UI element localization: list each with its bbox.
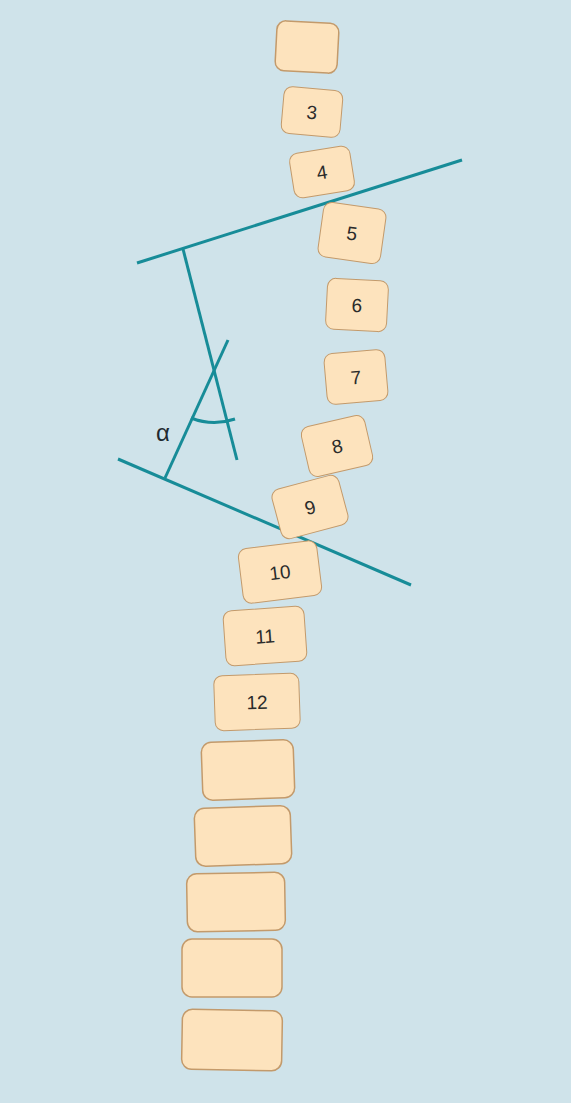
lower-perpendicular [165, 340, 228, 478]
vertebra: 4 [288, 144, 356, 199]
vertebra [194, 805, 292, 866]
vertebra-number: 7 [350, 367, 362, 387]
angle-label: α [156, 421, 170, 445]
angle-arc [191, 418, 235, 422]
vertebra [182, 939, 282, 997]
vertebra: 7 [323, 348, 389, 405]
vertebra [181, 1009, 282, 1071]
cobb-angle-lines [118, 160, 462, 585]
vertebra [275, 20, 340, 73]
vertebra-number: 4 [315, 162, 328, 182]
vertebra-number: 12 [246, 692, 268, 712]
vertebra: 9 [269, 473, 350, 541]
vertebra-number: 8 [330, 436, 345, 457]
vertebra-number: 6 [351, 295, 363, 315]
vertebra: 6 [325, 277, 390, 332]
vertebra: 8 [299, 413, 375, 479]
upper-perpendicular [183, 249, 237, 460]
vertebra: 12 [213, 673, 301, 732]
vertebra: 5 [316, 201, 387, 265]
vertebra-number: 10 [268, 561, 291, 582]
vertebra-number: 9 [302, 496, 317, 517]
vertebra-number: 11 [254, 626, 275, 646]
vertebra-number: 5 [345, 223, 358, 243]
vertebra [201, 739, 295, 800]
vertebra: 3 [280, 85, 344, 138]
vertebra [187, 872, 286, 932]
vertebra: 10 [237, 539, 323, 604]
vertebra: 11 [222, 605, 308, 667]
vertebra-number: 3 [306, 102, 318, 122]
